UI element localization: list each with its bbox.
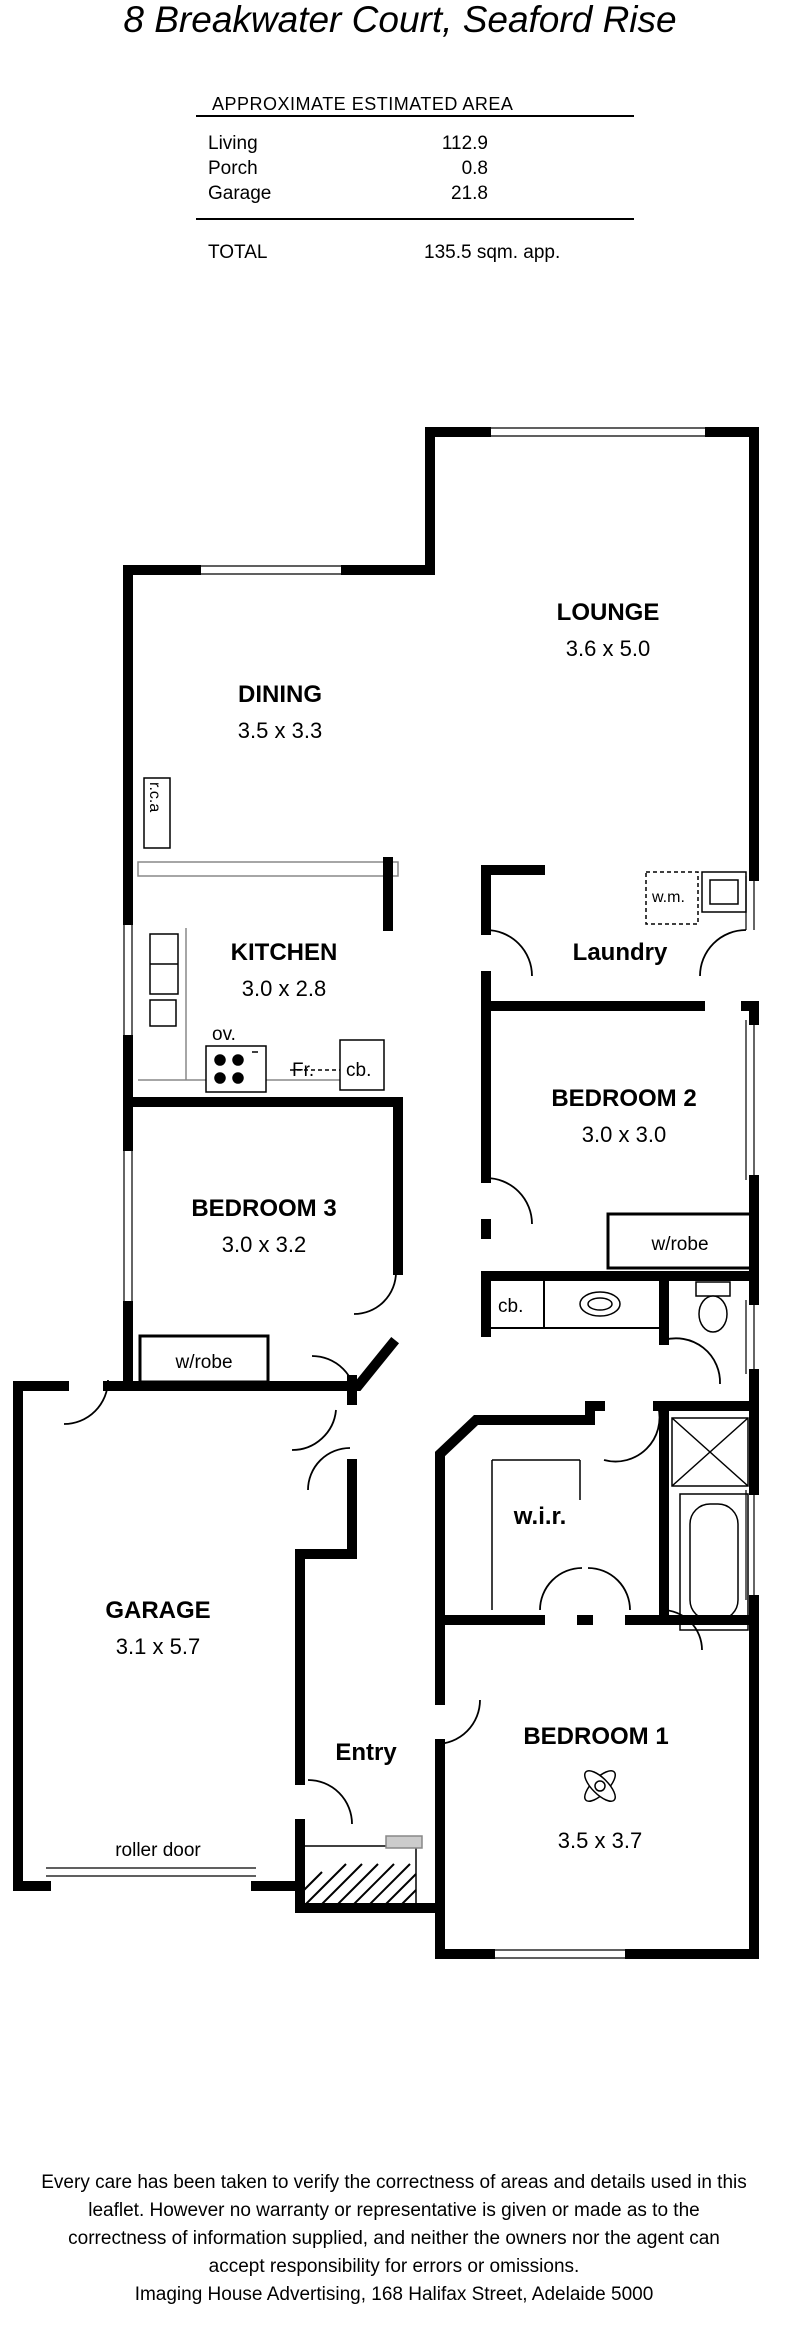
area-row-value: 0.8 [462,158,488,179]
kitchen-label: KITCHEN [231,939,338,966]
kitchen-size: 3.0 x 2.8 [242,976,326,1001]
dining-label: DINING [238,681,322,708]
disclaimer-line: Every care has been taken to verify the … [41,2172,747,2193]
garage-size: 3.1 x 5.7 [116,1634,200,1659]
kitchen-cupboard-label: cb. [346,1060,371,1081]
bedroom-2-size: 3.0 x 3.0 [582,1122,666,1147]
windows [46,427,755,1959]
lounge-size: 3.6 x 5.0 [566,636,650,661]
property-title: 8 Breakwater Court, Seaford Rise [123,0,676,40]
bedroom-3-size: 3.0 x 3.2 [222,1232,306,1257]
walls [13,427,759,1959]
laundry-label: Laundry [573,939,668,966]
bedroom-2-robe-label: w/robe [650,1234,708,1255]
area-table: APPROXIMATE ESTIMATED AREA Living 112.9 … [196,94,634,263]
area-row-label: Garage [208,183,271,204]
bedroom-3-label: BEDROOM 3 [191,1195,336,1222]
rca-label: r.c.a [146,782,163,812]
lounge-label: LOUNGE [557,599,660,626]
disclaimer-line: correctness of information supplied, and… [68,2228,720,2249]
fridge-label: Fr. [292,1060,314,1081]
oven-label: ov. [212,1024,236,1045]
bedroom-2-label: BEDROOM 2 [551,1085,696,1112]
area-total-label: TOTAL [208,242,267,263]
washing-machine-label: w.m. [651,889,685,906]
porch-hatching [303,1863,417,1909]
disclaimer: Every care has been taken to verify the … [41,2172,747,2305]
entry-label: Entry [335,1739,397,1766]
roller-door-label: roller door [115,1840,201,1861]
area-table-heading: APPROXIMATE ESTIMATED AREA [212,94,513,114]
area-row-label: Living [208,133,258,154]
bedroom-1-size: 3.5 x 3.7 [558,1828,642,1853]
bathroom-cupboard-label: cb. [498,1296,523,1317]
disclaimer-line: accept responsibility for errors or omis… [209,2256,580,2277]
area-row-label: Porch [208,158,258,179]
bedroom-1-label: BEDROOM 1 [523,1723,668,1750]
bedroom-3-robe-label: w/robe [174,1352,232,1373]
disclaimer-line: Imaging House Advertising, 168 Halifax S… [135,2284,654,2305]
fixtures [137,777,756,1909]
area-row-value: 21.8 [451,183,488,204]
dining-size: 3.5 x 3.3 [238,718,322,743]
garage-label: GARAGE [105,1597,210,1624]
wir-label: w.i.r. [513,1503,566,1530]
disclaimer-line: leaflet. However no warranty or represen… [88,2200,699,2221]
area-total-value: 135.5 sqm. app. [424,242,560,263]
area-row-value: 112.9 [442,133,488,154]
